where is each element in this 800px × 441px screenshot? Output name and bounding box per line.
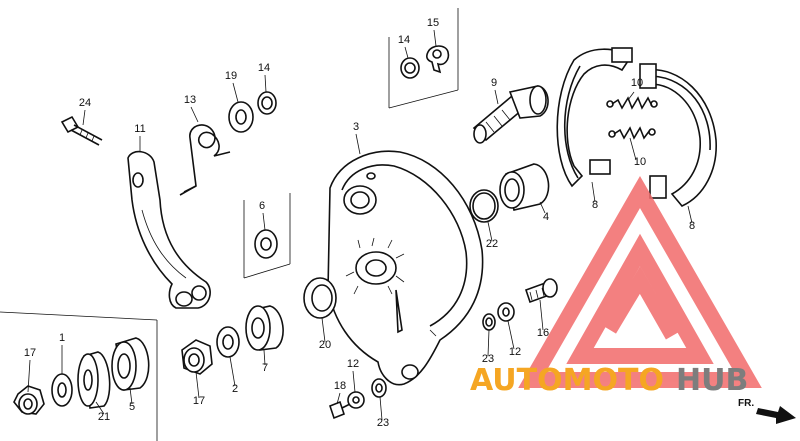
callout-c7: 7: [262, 362, 268, 374]
nut-17-left: [13, 385, 45, 415]
nut-12-right: [497, 302, 515, 322]
callout-c14a: 14: [258, 62, 270, 74]
callout-c16: 16: [537, 327, 549, 339]
callout-c12a: 12: [347, 358, 359, 370]
callout-c21: 21: [98, 411, 110, 423]
brake-cam-9: [472, 85, 549, 144]
callout-c14b: 14: [398, 34, 410, 46]
washer-23-right: [482, 313, 496, 331]
callout-c15: 15: [427, 17, 439, 29]
frame-6: [243, 193, 291, 279]
callout-c13: 13: [184, 94, 196, 106]
bolt-18: [329, 400, 351, 420]
collar-21: [77, 351, 111, 409]
nut-12-bottom: [347, 391, 365, 409]
watermark-text-hub: HUB: [676, 363, 748, 398]
nut-17-middle: [181, 339, 213, 375]
frame-lower-left: [0, 311, 158, 441]
callout-c22: 22: [486, 238, 498, 250]
springs-10: [606, 96, 658, 140]
washer-2: [216, 326, 240, 358]
callout-c17a: 17: [24, 347, 36, 359]
callout-c10b: 10: [634, 156, 646, 168]
direction-label: FR.: [738, 398, 754, 409]
callout-c17b: 17: [193, 395, 205, 407]
brake-shoe-8a: [556, 47, 633, 188]
watermark-logo: [518, 175, 762, 388]
seal-14-frame: [400, 57, 420, 79]
collar-7: [245, 305, 284, 351]
washer-23-bottom: [371, 378, 387, 398]
frame-14-15: [388, 8, 459, 109]
leader-lines: [27, 29, 693, 421]
seal-14: [257, 91, 277, 115]
bolt-24: [60, 115, 103, 146]
callout-c9: 9: [491, 77, 497, 89]
callout-c5: 5: [129, 401, 135, 413]
brake-shoe-8b: [639, 63, 717, 207]
callout-c3: 3: [353, 121, 359, 133]
washer-19: [228, 101, 254, 133]
callout-c23a: 23: [377, 417, 389, 429]
return-spring-13: [179, 124, 231, 196]
callout-c8a: 8: [592, 199, 598, 211]
callout-c1: 1: [59, 332, 65, 344]
indicator-plate-15: [426, 45, 450, 74]
pin-16: [524, 278, 558, 304]
callout-c6: 6: [259, 200, 265, 212]
callout-c8b: 8: [689, 220, 695, 232]
arrow-right-icon: [756, 406, 796, 424]
washer-1: [51, 373, 73, 407]
washer-6: [254, 229, 278, 259]
callout-labels: 24 11 13 19 14 14 15 9 10 10 3 6 22 4 8 8 1 17 21 5 17 2 7 20 12…: [24, 17, 695, 429]
seal-20: [303, 277, 337, 319]
bushing-5: [111, 337, 150, 391]
o-ring-22: [469, 189, 499, 223]
callout-c2: 2: [232, 383, 238, 395]
callout-c24: 24: [79, 97, 91, 109]
watermark-triangle: [518, 175, 762, 388]
callout-c20: 20: [319, 339, 331, 351]
callout-c12b: 12: [509, 346, 521, 358]
watermark-text-automoto: AUTOMOTO: [470, 363, 664, 398]
callout-c19: 19: [225, 70, 237, 82]
group-frames: [0, 8, 459, 441]
brake-panel-3: [327, 150, 484, 386]
callout-c10a: 10: [631, 77, 643, 89]
callout-c4: 4: [543, 211, 549, 223]
callout-c11: 11: [134, 123, 145, 135]
watermark-inner-mark: [603, 266, 679, 340]
callout-c23b: 23: [482, 353, 494, 365]
bushing-4: [499, 163, 550, 211]
brake-arm-11: [127, 150, 211, 309]
callout-c18: 18: [334, 380, 346, 392]
